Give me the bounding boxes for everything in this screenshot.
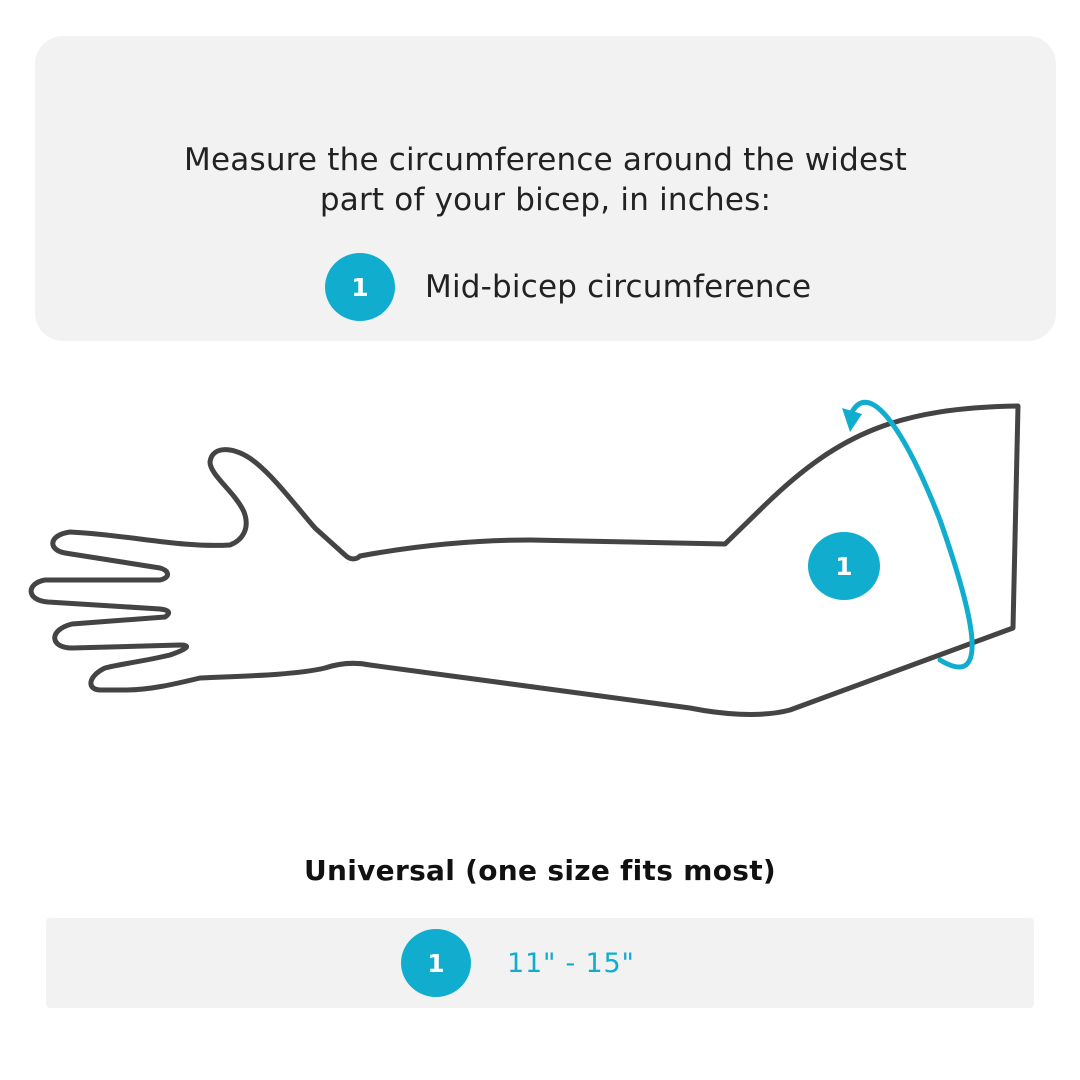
arm-diagram: 1 xyxy=(0,380,1080,740)
arm-outline-icon xyxy=(28,403,1021,717)
size-range: 11" - 15" xyxy=(507,947,635,979)
legend-number-badge: 1 xyxy=(325,253,395,321)
size-title: Universal (one size fits most) xyxy=(303,854,777,887)
legend-label: Mid-bicep circumference xyxy=(425,269,812,305)
legend-row: 1 Mid-bicep circumference xyxy=(325,252,811,322)
instruction-text: Measure the circumference around the wid… xyxy=(35,140,1056,220)
arm-marker-number: 1 xyxy=(835,552,852,581)
size-number-badge: 1 xyxy=(401,929,471,997)
instruction-line-1: Measure the circumference around the wid… xyxy=(184,142,907,178)
size-panel: 1 11" - 15" xyxy=(46,918,1034,1008)
circumference-arrow-icon xyxy=(842,399,975,670)
arm-diagram-svg: 1 xyxy=(28,399,1021,717)
arm-marker-badge: 1 xyxy=(808,532,880,600)
instruction-panel: Measure the circumference around the wid… xyxy=(35,36,1056,341)
instruction-line-2: part of your bicep, in inches: xyxy=(319,182,772,218)
size-row: 1 11" - 15" xyxy=(401,929,635,997)
